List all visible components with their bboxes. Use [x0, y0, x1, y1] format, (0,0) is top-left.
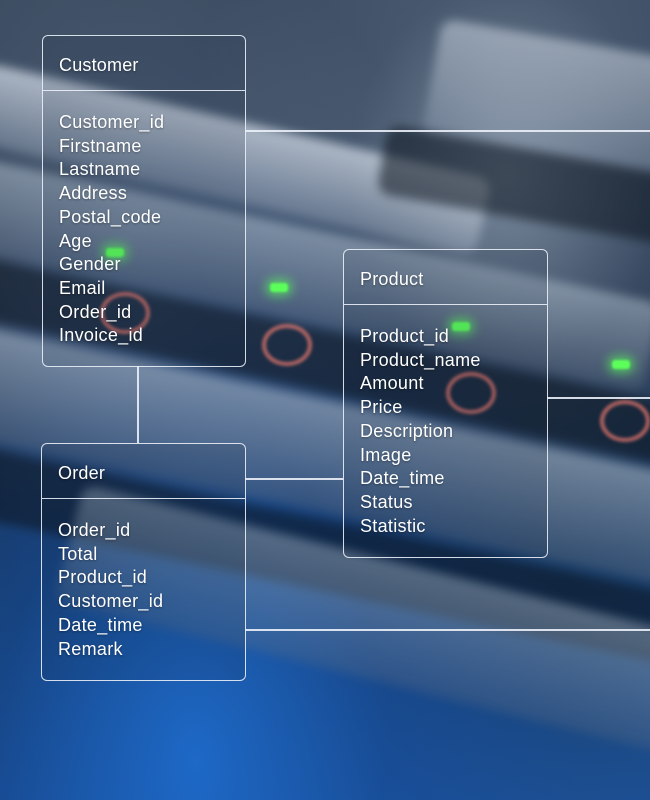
field-item: Postal_code	[59, 206, 162, 227]
field-list: Product_id Product_name Amount Price Des…	[344, 305, 547, 538]
field-list: Order_id Total Product_id Customer_id Da…	[42, 499, 245, 661]
entity-product: Product Product_id Product_name Amount P…	[343, 249, 548, 558]
field-list: Customer_id Firstname Lastname Address P…	[43, 91, 245, 348]
field-item: Date_time	[58, 614, 143, 635]
entity-order: Order Order_id Total Product_id Customer…	[41, 443, 246, 681]
field-item: Product_id	[360, 326, 450, 346]
field-item: Date_time	[360, 468, 445, 489]
field-item: Statistic	[360, 515, 426, 536]
field-item: Image	[360, 444, 412, 465]
field-item: Lastname	[59, 159, 141, 180]
field-item: Customer_id	[58, 591, 164, 612]
field-item: Amount	[360, 373, 424, 394]
field-item: Product_name	[360, 349, 481, 370]
indicator-ring-icon	[600, 400, 650, 442]
status-led-icon	[270, 283, 288, 292]
indicator-ring-icon	[262, 324, 312, 366]
field-item: Gender	[59, 254, 121, 275]
field-item: Order_id	[58, 520, 131, 540]
field-item: Order_id	[59, 301, 132, 322]
field-item: Age	[59, 230, 92, 251]
status-led-icon	[452, 322, 470, 331]
entity-customer: Customer Customer_id Firstname Lastname …	[42, 35, 246, 367]
field-item: Product_id	[58, 567, 148, 588]
status-led-icon	[612, 360, 630, 369]
connector-order-right	[245, 629, 650, 631]
connector-customer-right	[245, 130, 650, 132]
connector-order-product	[245, 478, 343, 480]
indicator-ring-icon	[446, 372, 496, 414]
field-item: Total	[58, 543, 98, 564]
field-item: Remark	[58, 638, 123, 659]
field-item: Firstname	[59, 135, 142, 156]
entity-title: Order	[42, 444, 245, 499]
field-item: Price	[360, 397, 403, 418]
indicator-ring-icon	[100, 292, 150, 334]
field-item: Address	[59, 183, 128, 204]
field-item: Customer_id	[59, 112, 165, 132]
field-item: Status	[360, 491, 413, 512]
connector-customer-order	[137, 366, 139, 443]
entity-title: Product	[344, 250, 547, 305]
entity-title: Customer	[43, 36, 245, 91]
field-item: Invoice_id	[59, 325, 144, 346]
status-led-icon	[106, 248, 124, 257]
field-item: Description	[360, 420, 454, 441]
field-item: Email	[59, 277, 106, 298]
connector-product-right	[547, 397, 650, 399]
